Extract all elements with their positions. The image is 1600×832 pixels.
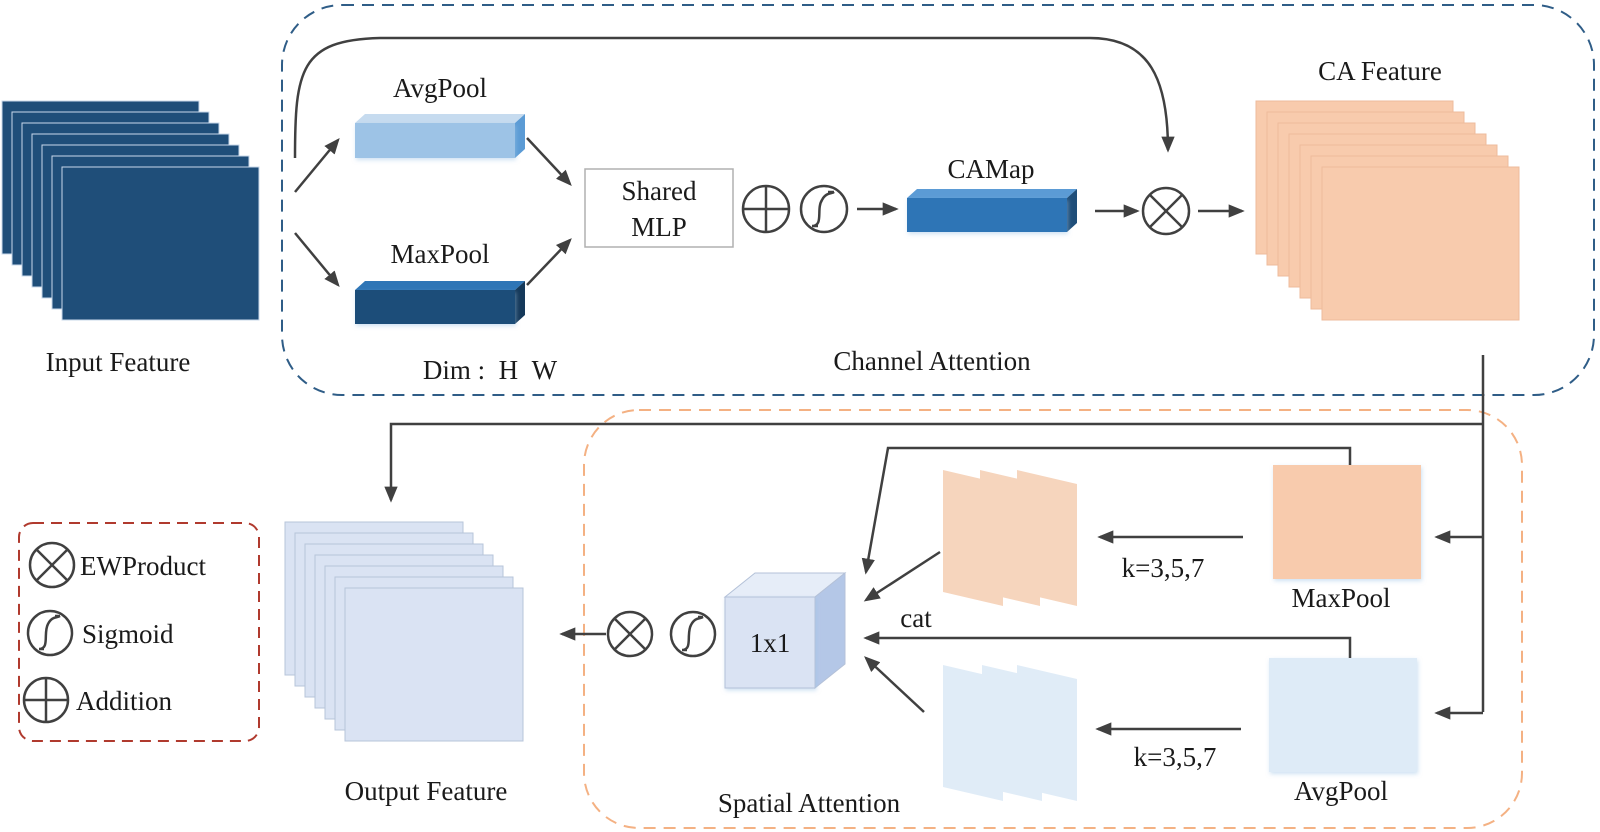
arrow-cat-to-conv	[863, 631, 1352, 658]
kernel-label-top: k=3,5,7	[1122, 553, 1205, 583]
arrow-avg-maps-to-conv	[864, 656, 925, 713]
shared-mlp-box	[584, 168, 734, 248]
arrow-max-maps-to-conv	[863, 550, 941, 602]
sa-ew-product-icon	[606, 610, 654, 658]
channel-attention-box	[281, 4, 1595, 396]
legend-sigmoid-icon	[26, 609, 74, 657]
legend-label-ewproduct: EWProduct	[80, 551, 206, 581]
sa-avgpool-label: AvgPool	[1294, 776, 1388, 806]
camap-bar	[907, 189, 1077, 232]
kernel-label-bottom: k=3,5,7	[1134, 742, 1217, 772]
arrow-to-maxpool	[294, 232, 340, 288]
ca-feature-stack	[1255, 100, 1520, 321]
ca-maxpool-label: MaxPool	[390, 239, 489, 269]
camap-label: CAMap	[948, 154, 1035, 184]
legend-addition-icon	[22, 676, 70, 724]
arrow-to-output-feature	[384, 422, 1483, 503]
sa-avgpool-block	[1269, 658, 1417, 772]
legend-label-sigmoid: Sigmoid	[82, 619, 174, 649]
input-feature-layer	[61, 166, 260, 321]
sa-max-conv-maps	[943, 470, 1077, 606]
output-feature-stack	[284, 521, 524, 742]
ca-maxpool-bar	[355, 281, 525, 324]
input-feature-stack	[1, 100, 260, 321]
shared-mlp-label-line1: Shared	[622, 176, 697, 206]
legend-label-addition: Addition	[76, 686, 173, 716]
ca-avgpool-label: AvgPool	[393, 73, 487, 103]
cat-label: cat	[900, 603, 932, 633]
ca-avgpool-bar	[355, 114, 525, 158]
skip-connection-arrow	[293, 36, 1175, 159]
conv-1x1-label: 1x1	[750, 628, 791, 658]
output-feature-label: Output Feature	[345, 776, 508, 806]
channel-attention-title: Channel Attention	[833, 346, 1031, 376]
arrow-to-avgpool	[294, 137, 340, 193]
arrow-maxpool-direct-to-conv	[861, 446, 1352, 575]
legend-box	[18, 522, 260, 742]
sa-avg-conv-maps	[943, 665, 1077, 801]
legend-ew-product-icon	[28, 541, 76, 589]
output-feature-layer	[344, 587, 524, 742]
sa-maxpool-label: MaxPool	[1291, 583, 1390, 613]
sa-maxpool-block	[1273, 465, 1421, 579]
spatial-attention-box	[583, 409, 1523, 829]
ca-feature-layer	[1321, 166, 1520, 321]
ew-product-icon	[1141, 186, 1191, 236]
addition-icon	[741, 184, 791, 234]
shared-mlp-label-line2: MLP	[631, 212, 687, 242]
conv-1x1-cube	[723, 571, 847, 690]
arrow-avgpool-to-mlp	[526, 137, 572, 186]
spatial-attention-title: Spatial Attention	[718, 788, 901, 818]
sa-sigmoid-icon	[669, 610, 717, 658]
arrow-maxpool-to-mlp	[526, 238, 572, 286]
dim-label: Dim : H W	[423, 355, 558, 385]
input-feature-label: Input Feature	[46, 347, 191, 377]
ca-feature-label: CA Feature	[1318, 56, 1442, 86]
sigmoid-icon	[799, 184, 849, 234]
